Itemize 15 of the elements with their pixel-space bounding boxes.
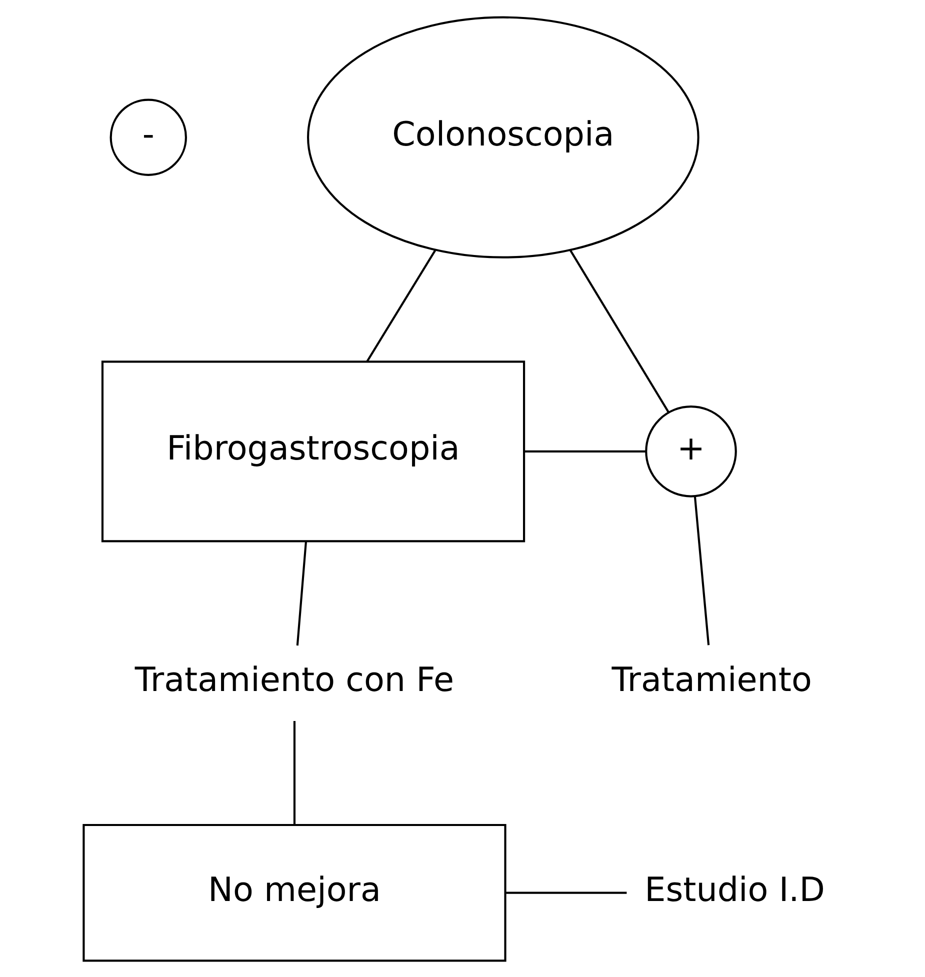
- connector: [524, 450, 646, 452]
- node-box: Fibrogastroscopia: [100, 360, 525, 542]
- node-ellipse: Colonoscopia: [306, 16, 699, 258]
- connector: [292, 720, 296, 824]
- connector: [296, 540, 307, 646]
- node-circle: -: [109, 98, 186, 176]
- connector: [693, 496, 710, 645]
- connector: [366, 249, 436, 362]
- node-text: Tratamiento: [611, 660, 812, 699]
- node-box: No mejora: [82, 823, 506, 962]
- node-circle: +: [644, 405, 736, 497]
- node-text: Estudio I.D: [644, 869, 825, 908]
- connector: [506, 891, 626, 894]
- connector: [569, 249, 669, 412]
- node-text: Tratamiento con Fe: [134, 660, 454, 699]
